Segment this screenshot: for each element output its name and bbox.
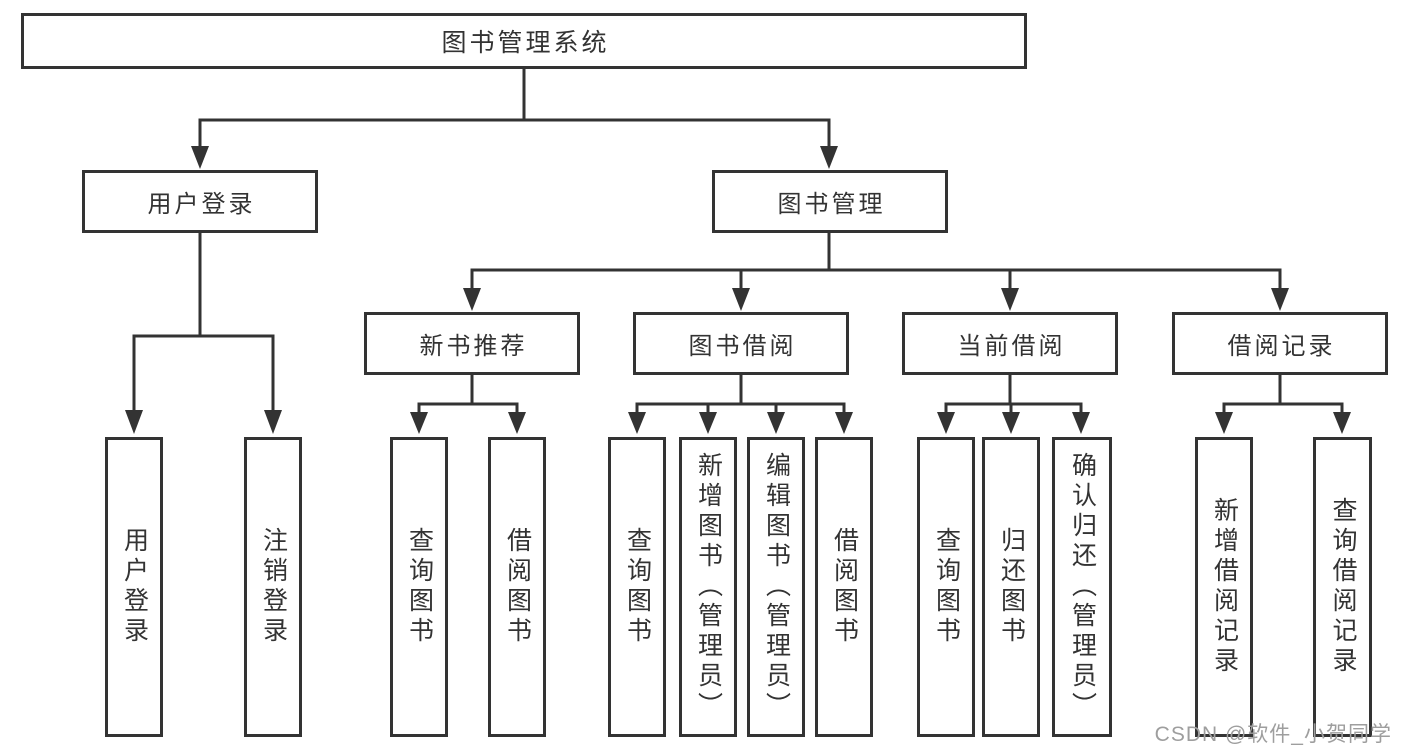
- node-current-borrowing: 当前借阅: [902, 312, 1118, 375]
- leaf-borrow-books-borrow: 借阅图书: [815, 437, 873, 737]
- leaf-logout: 注销登录: [244, 437, 302, 737]
- leaf-query-borrow-record: 查询借阅记录: [1313, 437, 1372, 737]
- leaf-user-login: 用户登录: [105, 437, 163, 737]
- leaf-add-book-admin: 新增图书（管理员）: [679, 437, 737, 737]
- node-book-management: 图书管理: [712, 170, 948, 233]
- csdn-watermark: CSDN @软件_小贺同学: [1154, 723, 1392, 746]
- leaf-edit-book-admin: 编辑图书（管理员）: [747, 437, 805, 737]
- leaf-query-books-borrow: 查询图书: [608, 437, 666, 737]
- node-new-book-recommend: 新书推荐: [364, 312, 580, 375]
- leaf-add-borrow-record: 新增借阅记录: [1195, 437, 1253, 737]
- node-book-borrowing: 图书借阅: [633, 312, 849, 375]
- leaf-borrow-books-recommend: 借阅图书: [488, 437, 546, 737]
- leaf-confirm-return-admin: 确认归还（管理员）: [1052, 437, 1112, 737]
- leaf-query-books-recommend: 查询图书: [390, 437, 448, 737]
- node-borrowing-records: 借阅记录: [1172, 312, 1388, 375]
- leaf-return-book: 归还图书: [982, 437, 1040, 737]
- leaf-query-books-current: 查询图书: [917, 437, 975, 737]
- node-library-management-system: 图书管理系统: [21, 13, 1027, 69]
- node-user-login: 用户登录: [82, 170, 318, 233]
